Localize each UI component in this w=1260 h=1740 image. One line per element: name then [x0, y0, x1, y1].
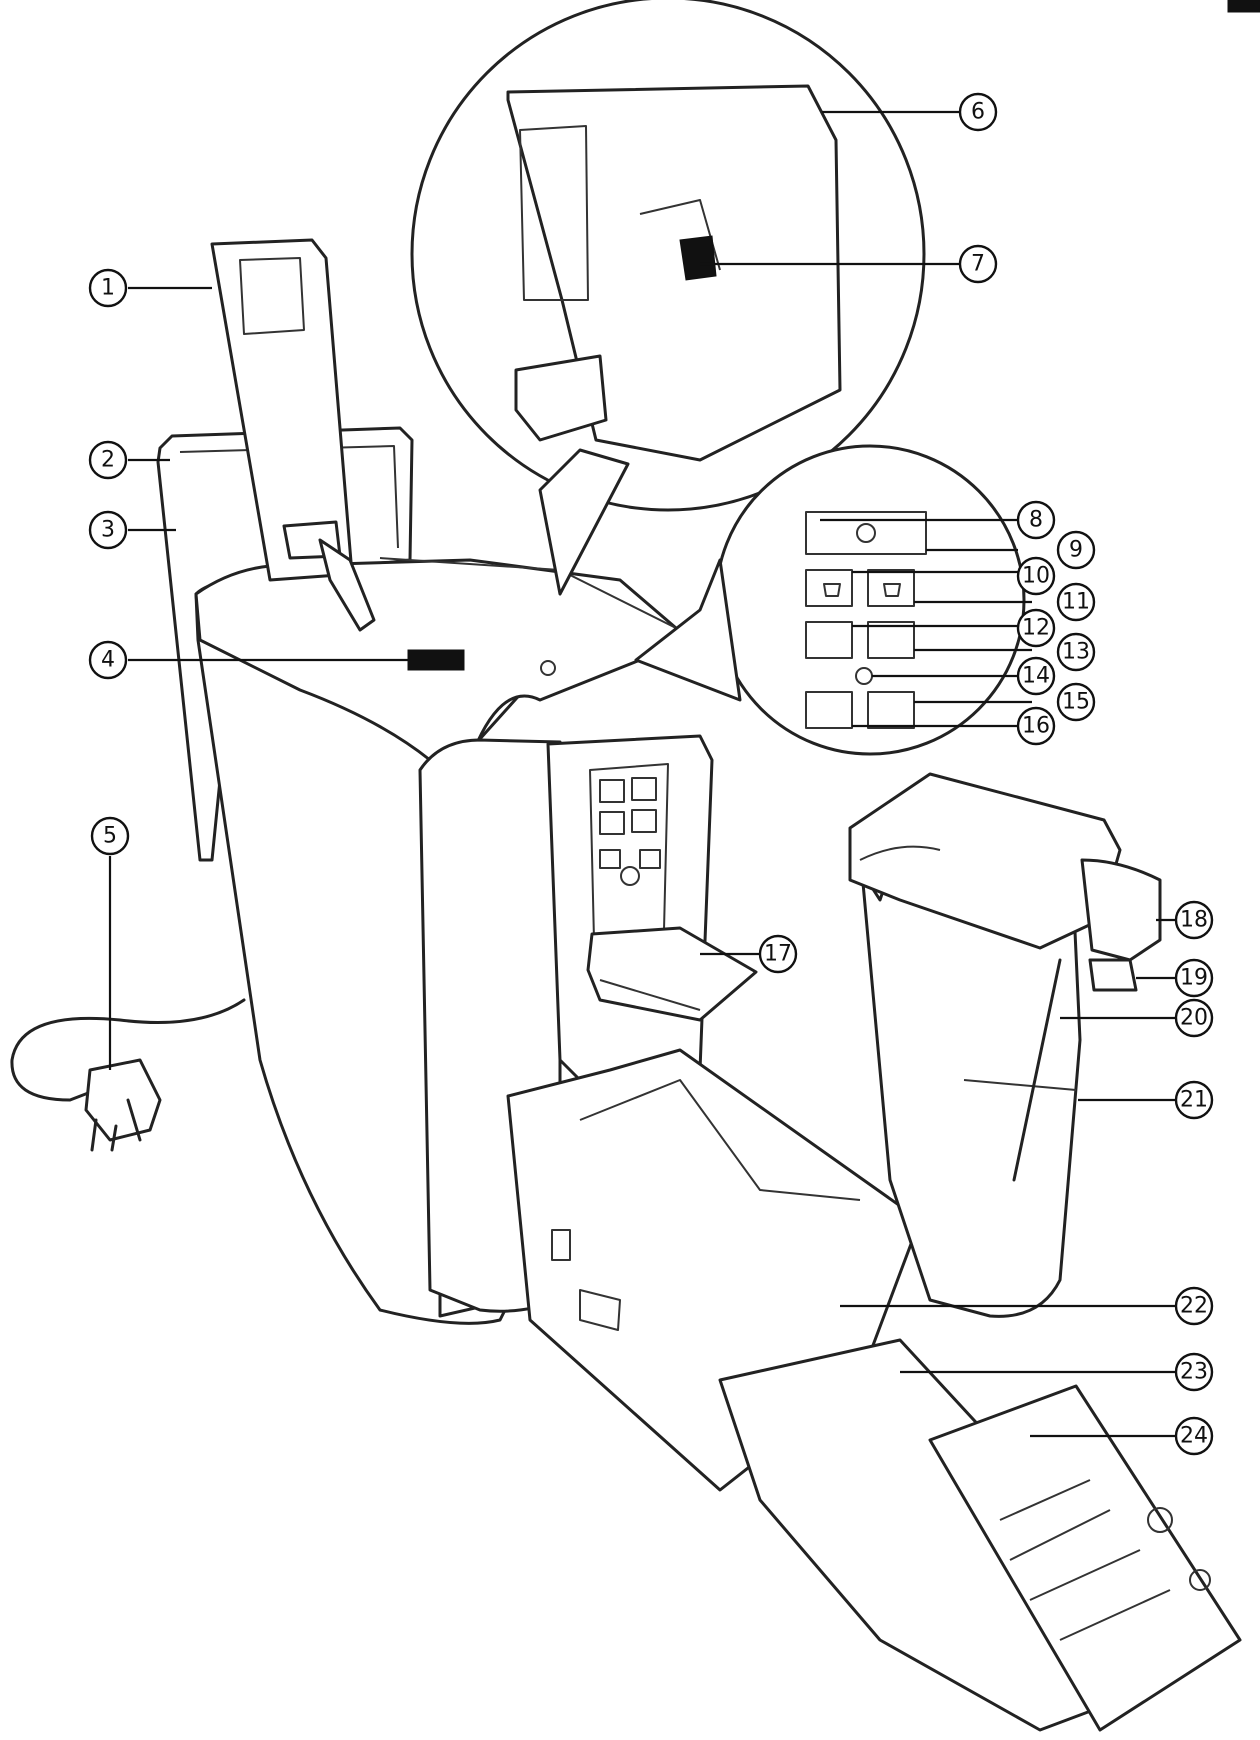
callout-8-label: 8 [1029, 508, 1043, 533]
callout-1: 1 [88, 268, 128, 308]
callout-9-label: 9 [1069, 538, 1083, 563]
callout-13: 13 [1056, 632, 1096, 672]
callout-18: 18 [1174, 900, 1214, 940]
callout-11: 11 [1056, 582, 1096, 622]
drip-tray-assembly [506, 1048, 1242, 1732]
callout-6-label: 6 [971, 100, 985, 125]
callout-12: 12 [1016, 608, 1056, 648]
callout-23-label: 23 [1180, 1360, 1208, 1385]
callout-17-label: 17 [764, 942, 792, 967]
callout-14: 14 [1016, 656, 1056, 696]
callout-19: 19 [1174, 958, 1214, 998]
machine-body [10, 238, 758, 1325]
corner-tab [1227, 0, 1260, 13]
callout-24: 24 [1174, 1416, 1214, 1456]
detail-pointer-top [538, 448, 630, 596]
callout-5-label: 5 [103, 824, 117, 849]
callout-6: 6 [958, 92, 998, 132]
callout-22: 22 [1174, 1286, 1214, 1326]
callout-9: 9 [1056, 530, 1096, 570]
milk-carafe [848, 772, 1162, 1318]
callout-15: 15 [1056, 682, 1096, 722]
callout-14-label: 14 [1022, 664, 1050, 689]
callout-1-label: 1 [101, 276, 115, 301]
callout-16: 16 [1016, 706, 1056, 746]
callout-24-label: 24 [1180, 1424, 1208, 1449]
callout-23: 23 [1174, 1352, 1214, 1392]
capsule-slot [407, 649, 465, 671]
callout-3: 3 [88, 510, 128, 550]
callout-8: 8 [1016, 500, 1056, 540]
callout-10-label: 10 [1022, 564, 1050, 589]
callout-3-label: 3 [101, 518, 115, 543]
callout-16-label: 16 [1022, 714, 1050, 739]
callout-7-label: 7 [971, 252, 985, 277]
callout-13-label: 13 [1062, 640, 1090, 665]
callout-4: 4 [88, 640, 128, 680]
callout-4-label: 4 [101, 648, 115, 673]
callout-19-label: 19 [1180, 966, 1208, 991]
callout-2: 2 [88, 440, 128, 480]
callout-12-label: 12 [1022, 616, 1050, 641]
detail-machine-circle [410, 0, 926, 512]
callout-22-label: 22 [1180, 1294, 1208, 1319]
callout-15-label: 15 [1062, 690, 1090, 715]
callout-21-label: 21 [1180, 1088, 1208, 1113]
callout-2-label: 2 [101, 448, 115, 473]
callout-11-label: 11 [1062, 590, 1090, 615]
callout-20: 20 [1174, 998, 1214, 1038]
callout-5: 5 [90, 816, 130, 856]
callout-10: 10 [1016, 556, 1056, 596]
callout-18-label: 18 [1180, 908, 1208, 933]
callout-20-label: 20 [1180, 1006, 1208, 1031]
callout-21: 21 [1174, 1080, 1214, 1120]
callout-7: 7 [958, 244, 998, 284]
leader-lines [108, 110, 1176, 1438]
callout-17: 17 [758, 934, 798, 974]
